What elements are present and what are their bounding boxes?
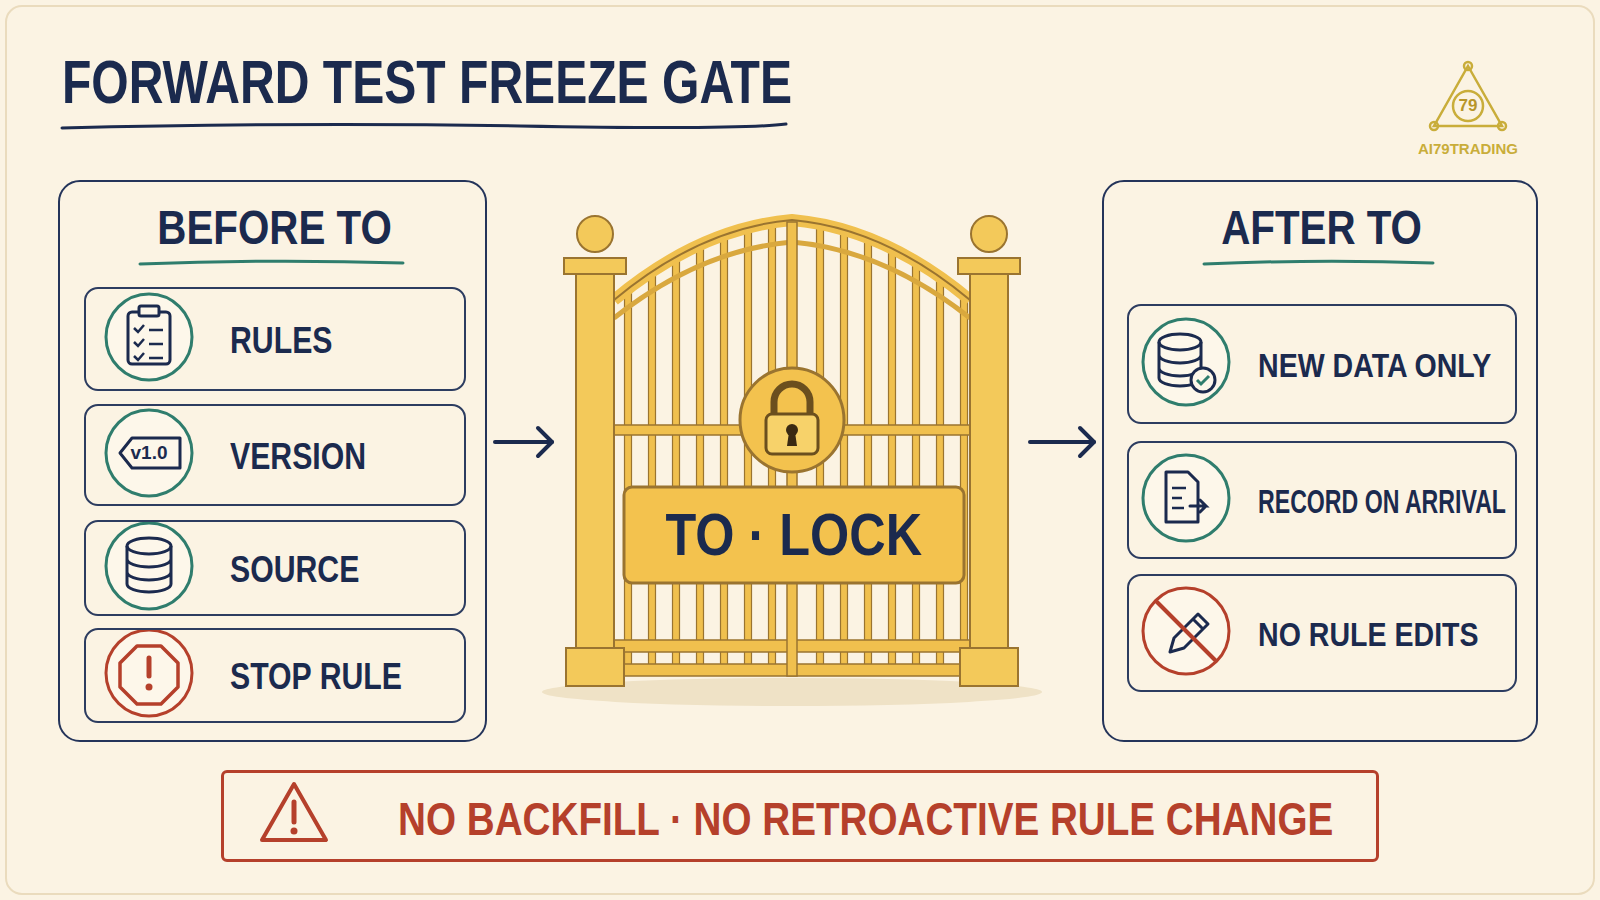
node-label: STOP RULE	[230, 657, 402, 697]
diagram-title: FORWARD TEST FREEZE GATE	[62, 48, 792, 116]
text-box: AFTER TO	[1116, 200, 1528, 256]
heading-underline	[1204, 261, 1433, 264]
freeze-gate: TO · LOCK	[560, 205, 1022, 700]
checklist-item: RULES	[84, 287, 466, 391]
node-label: NO BACKFILL · NO RETROACTIVE RULE CHANGE	[398, 794, 1333, 845]
title-underline	[62, 124, 786, 128]
source-icon	[106, 523, 192, 609]
rule-item: RECORD ON ARRIVAL	[1127, 441, 1517, 559]
text-box: NO BACKFILL · NO RETROACTIVE RULE CHANGE	[363, 789, 1368, 849]
new-data-icon	[1143, 319, 1229, 405]
warning-icon	[262, 784, 326, 840]
node-label: SOURCE	[230, 550, 359, 590]
rule-item: NO RULE EDITS	[1127, 574, 1517, 692]
text-box: RULES	[230, 309, 460, 373]
text-box: VERSION	[230, 425, 460, 489]
text-box: BEFORE TO	[72, 200, 477, 256]
text-box: STOP RULE	[230, 645, 460, 709]
panel-heading: BEFORE TO	[157, 202, 391, 255]
version-tag: v1.0	[131, 443, 168, 464]
node-label: RULES	[230, 321, 332, 361]
text-box: TO · LOCK	[632, 495, 956, 575]
text-box: RECORD ON ARRIVAL	[1258, 470, 1510, 534]
node-label: RECORD ON ARRIVAL	[1258, 483, 1506, 520]
node-label: NO RULE EDITS	[1258, 616, 1479, 653]
heading-underline	[140, 261, 403, 264]
title-box: FORWARD TEST FREEZE GATE	[62, 46, 802, 118]
rule-item: NEW DATA ONLY	[1127, 304, 1517, 424]
warning-banner: NO BACKFILL · NO RETROACTIVE RULE CHANGE	[221, 770, 1379, 862]
logo-wordmark: AI79TRADING	[1418, 141, 1518, 158]
before-panel: BEFORE TO RULES VERSION SOURCE STOP RULE	[58, 180, 487, 742]
node-label: TO · LOCK	[666, 502, 923, 568]
gate-illustration	[542, 210, 1042, 706]
label-box: AI79TRADING	[1398, 138, 1538, 160]
logo-mark	[1430, 62, 1506, 130]
rules-icon	[106, 294, 192, 380]
no-edit-icon	[1143, 588, 1229, 674]
label-box: v1.0	[122, 440, 176, 466]
after-panel: AFTER TO NEW DATA ONLY RECORD ON ARRIVAL NO…	[1102, 180, 1538, 742]
checklist-item: SOURCE	[84, 520, 466, 616]
checklist-item: STOP RULE	[84, 628, 466, 723]
panel-heading: AFTER TO	[1222, 202, 1423, 255]
text-box: NO RULE EDITS	[1258, 603, 1510, 667]
node-label: NEW DATA ONLY	[1258, 347, 1491, 384]
flow-arrow	[495, 428, 552, 456]
stop-icon	[106, 630, 192, 716]
text-box: NEW DATA ONLY	[1258, 334, 1510, 398]
record-icon	[1143, 455, 1229, 541]
flow-arrow	[1030, 428, 1094, 456]
text-box: SOURCE	[230, 538, 460, 602]
version-icon	[106, 410, 192, 496]
logo-number: 79	[1459, 97, 1478, 116]
node-label: VERSION	[230, 437, 366, 477]
label-box: 79	[1448, 94, 1488, 118]
